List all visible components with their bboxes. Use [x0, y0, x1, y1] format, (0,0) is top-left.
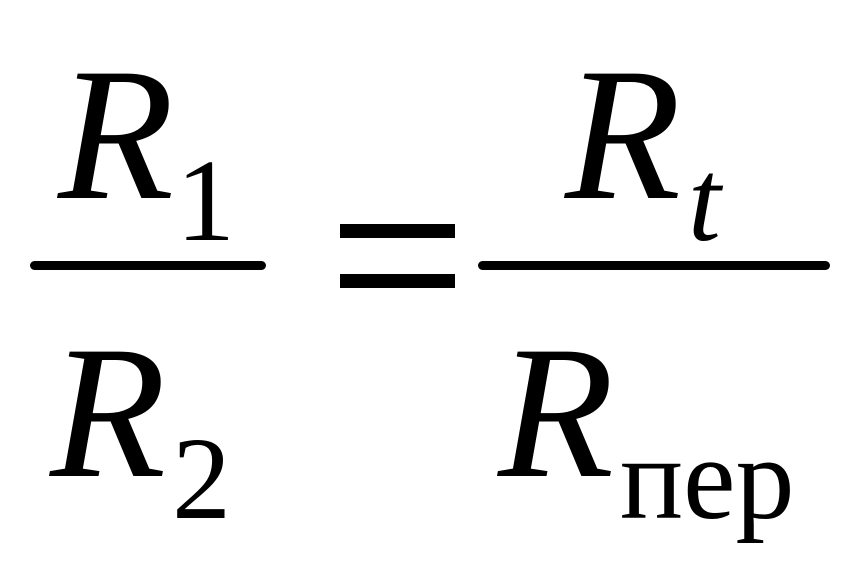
right-fraction-bar — [478, 261, 830, 270]
right-denominator-subscript: пер — [620, 413, 795, 544]
left-numerator-symbol: R — [58, 30, 175, 240]
equals-bar-bottom — [340, 274, 455, 288]
left-denominator-symbol: R — [50, 308, 167, 518]
right-numerator-symbol: R — [565, 30, 682, 240]
equals-bar-top — [340, 224, 455, 238]
left-numerator-subscript: 1 — [176, 135, 235, 266]
right-numerator-subscript: t — [688, 135, 721, 266]
left-fraction-bar — [30, 261, 266, 270]
left-denominator-subscript: 2 — [172, 413, 231, 544]
right-denominator-symbol: R — [498, 308, 615, 518]
